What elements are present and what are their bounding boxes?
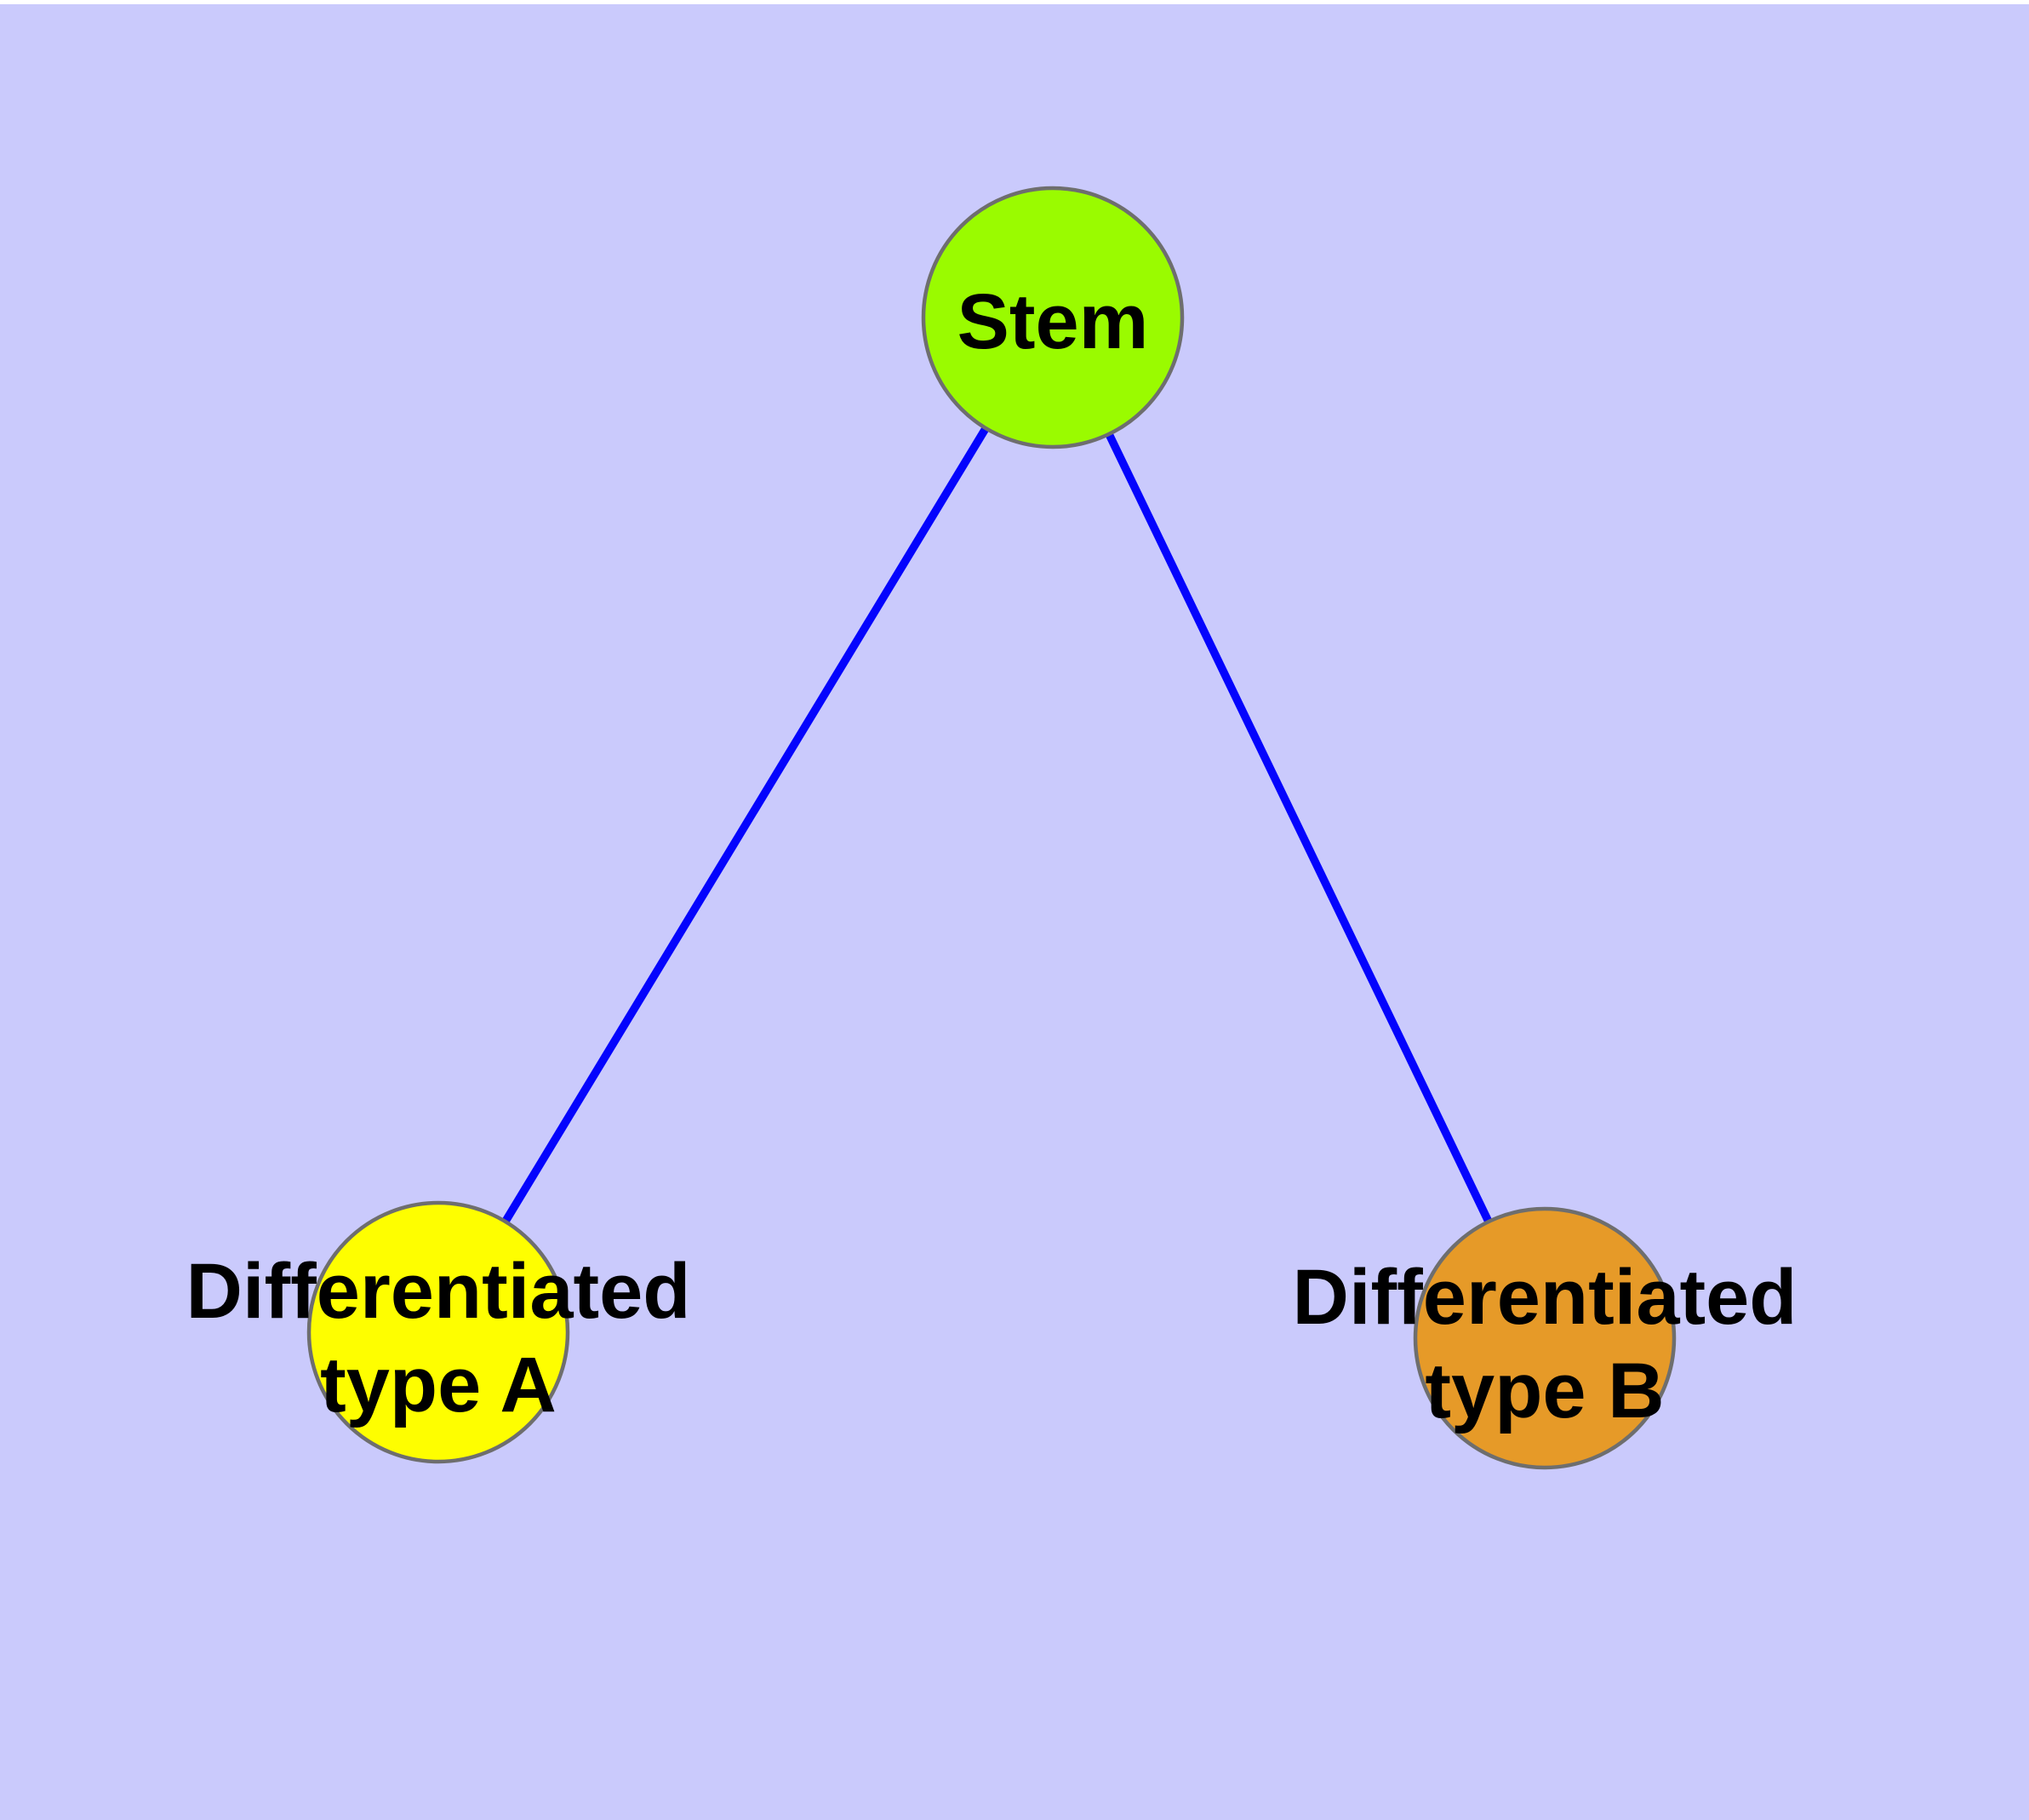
node-differentiated-type-b[interactable] xyxy=(1413,1206,1677,1470)
node-type-b-label-line-2: type B xyxy=(1425,1348,1664,1434)
node-type-a-label-line-2: type A xyxy=(320,1342,557,1428)
node-stem[interactable] xyxy=(921,186,1185,449)
node-type-a-label-line-1: Differentiated xyxy=(186,1248,691,1335)
node-type-b-label-line-1: Differentiated xyxy=(1293,1254,1798,1341)
edges xyxy=(434,315,1549,1341)
edge-stem-to-type-a xyxy=(434,315,1057,1335)
node-labels: Stem Differentiated type A Differentiate… xyxy=(186,278,1798,1434)
edge-stem-to-type-b xyxy=(1049,315,1549,1341)
node-stem-label: Stem xyxy=(957,278,1149,365)
nodes xyxy=(306,186,1677,1470)
node-differentiated-type-a[interactable] xyxy=(306,1200,570,1464)
